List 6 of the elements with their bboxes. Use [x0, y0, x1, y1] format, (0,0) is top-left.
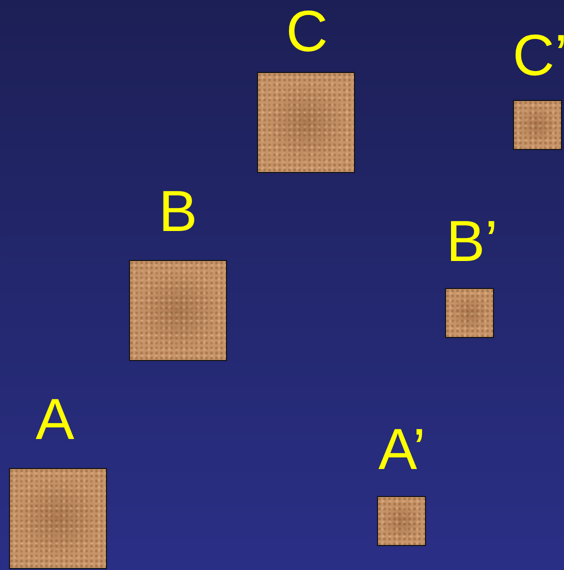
letter-label: B’ [446, 212, 498, 272]
letter-label: C’ [512, 26, 564, 86]
letter-label: C [286, 2, 328, 62]
letter-label: A’ [378, 420, 426, 480]
letter-label: A [36, 390, 74, 450]
letter-label: B [158, 182, 198, 242]
